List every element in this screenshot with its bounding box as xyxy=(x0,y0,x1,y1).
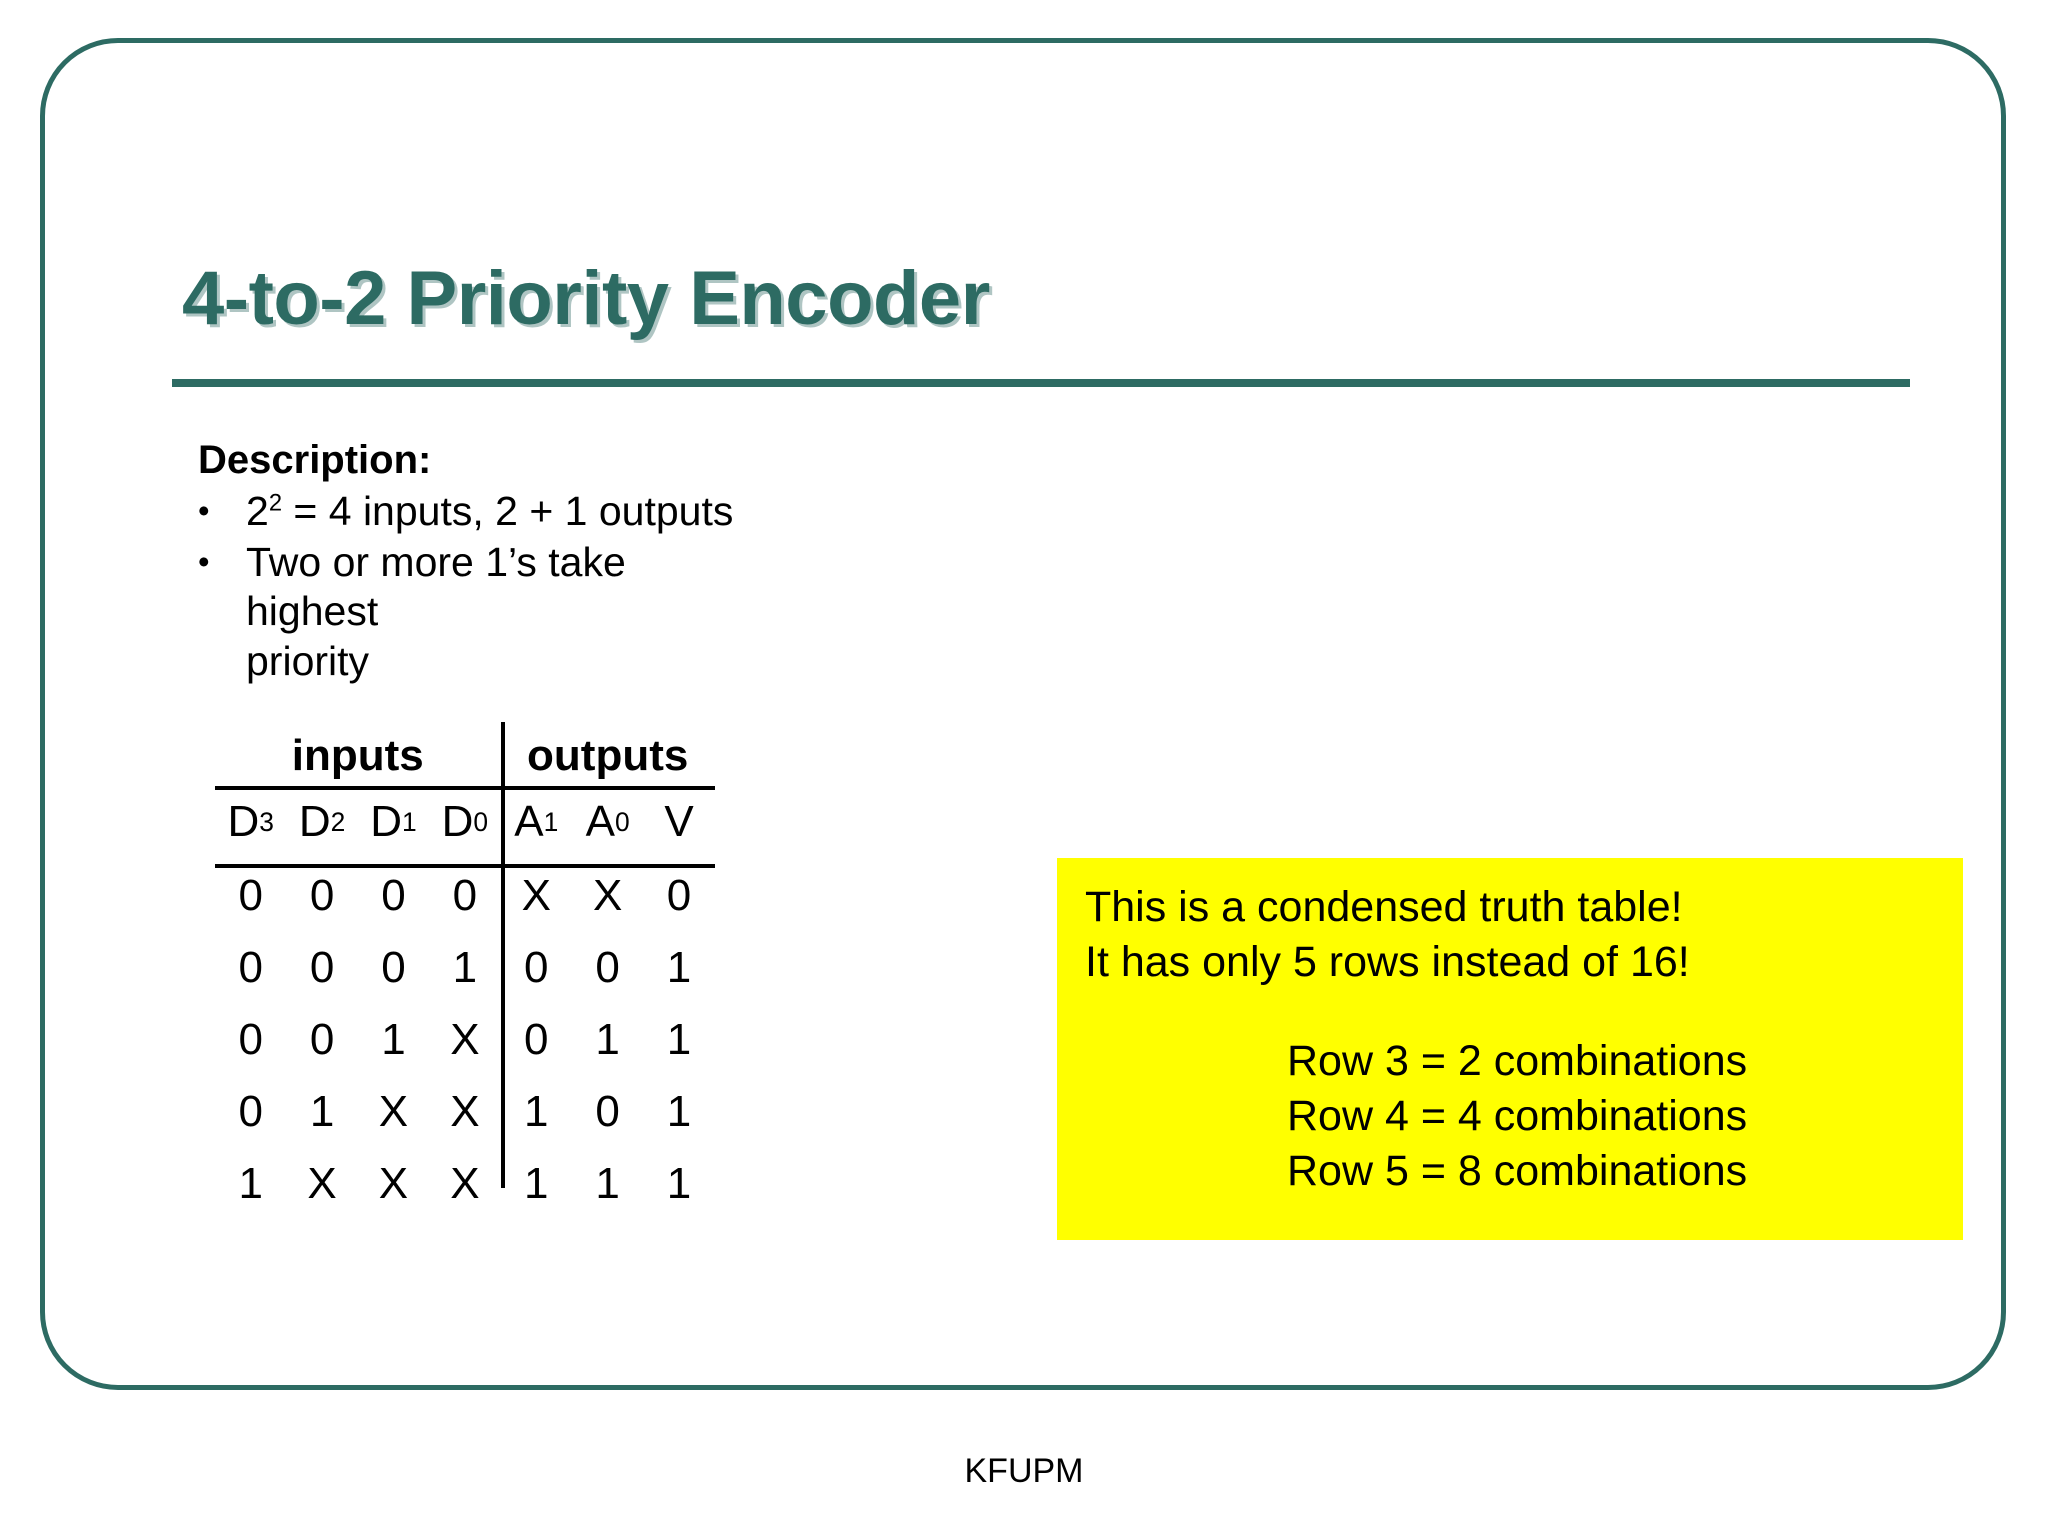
cell-d1: 0 xyxy=(381,871,406,920)
cell-d1: 0 xyxy=(381,943,406,992)
col-letter: A xyxy=(585,797,615,846)
cell-d0: 0 xyxy=(452,871,478,920)
callout-spacer xyxy=(1057,990,1963,1034)
cell-a0: X xyxy=(592,871,623,920)
cell-d3: 0 xyxy=(238,871,263,920)
table-rule-top xyxy=(215,786,715,790)
col-letter: V xyxy=(664,797,694,846)
cell-d3: 0 xyxy=(238,1087,263,1136)
bullet-dot-icon: • xyxy=(198,492,210,530)
table-row: 0 0 0 1 0 0 1 xyxy=(215,932,715,1004)
cell-v: 1 xyxy=(666,1015,692,1064)
truth-table-group-header-row: inputs outputs xyxy=(215,728,715,784)
cell-d0: X xyxy=(450,1159,480,1208)
cell-d2: 0 xyxy=(309,1015,335,1064)
cell-d0: 1 xyxy=(452,943,478,992)
bullet-1-rest: = 4 inputs, 2 + 1 outputs xyxy=(282,488,734,535)
cell-a1: 0 xyxy=(524,1015,549,1064)
bullet-item-1-text: 22 = 4 inputs, 2 + 1 outputs xyxy=(246,488,958,536)
cell-d2: 0 xyxy=(309,943,335,992)
title-divider xyxy=(172,379,1910,387)
cell-a1: 1 xyxy=(524,1159,549,1208)
cell-a0: 0 xyxy=(595,1087,620,1136)
table-row: 0 0 0 0 X X 0 xyxy=(215,860,715,932)
cell-v: 0 xyxy=(666,871,692,920)
bullet-item-2-text: Two or more 1’s take xyxy=(246,538,626,585)
cell-v: 1 xyxy=(666,1087,692,1136)
cell-v: 1 xyxy=(666,943,692,992)
cell-a1: 1 xyxy=(524,1087,549,1136)
callout-box: This is a condensed truth table! It has … xyxy=(1057,858,1963,1240)
slide-footer: KFUPM xyxy=(964,1452,1084,1490)
cell-a1: X xyxy=(521,871,551,920)
group-header-outputs: outputs xyxy=(527,731,689,780)
bullet-1-exponent: 2 xyxy=(268,489,283,517)
bullet-item-1: • 22 = 4 inputs, 2 + 1 outputs xyxy=(198,488,958,536)
col-letter: D xyxy=(441,797,474,846)
callout-row-5: Row 5 = 8 combinations xyxy=(1287,1147,1748,1196)
cell-v: 1 xyxy=(666,1159,692,1208)
col-letter: D xyxy=(227,797,260,846)
cell-d3: 0 xyxy=(238,1015,263,1064)
cell-a0: 1 xyxy=(595,1159,620,1208)
bullet-continuation-1: highest xyxy=(246,588,379,635)
cell-d0: X xyxy=(450,1087,480,1136)
cell-a0: 1 xyxy=(595,1015,620,1064)
table-row: 0 1 X X 1 0 1 xyxy=(215,1076,715,1148)
cell-d2: 0 xyxy=(309,871,335,920)
cell-a1: 0 xyxy=(524,943,549,992)
cell-d3: 0 xyxy=(238,943,263,992)
cell-a0: 0 xyxy=(595,943,620,992)
cell-d2: X xyxy=(307,1159,337,1208)
description-block: Description: • 22 = 4 inputs, 2 + 1 outp… xyxy=(198,437,958,685)
bullet-1-base: 2 xyxy=(246,488,269,535)
cell-d1: X xyxy=(378,1087,409,1136)
table-row: 1 X X X 1 1 1 xyxy=(215,1148,715,1220)
col-letter: D xyxy=(298,797,331,846)
col-letter: D xyxy=(370,797,403,846)
column-header-v: V xyxy=(643,784,714,860)
table-row: 0 0 1 X 0 1 1 xyxy=(215,1004,715,1076)
callout-row-4: Row 4 = 4 combinations xyxy=(1287,1092,1748,1141)
col-letter: A xyxy=(514,797,544,846)
bullet-continuation-2: priority xyxy=(246,637,370,684)
table-divider-vertical xyxy=(500,722,505,1188)
page-title: 4-to-2 Priority Encoder xyxy=(182,256,990,341)
cell-d1: X xyxy=(378,1159,409,1208)
callout-row-3: Row 3 = 2 combinations xyxy=(1287,1037,1748,1086)
description-heading: Description: xyxy=(198,438,432,482)
table-rule-header xyxy=(215,864,715,868)
group-header-inputs: inputs xyxy=(291,731,424,780)
callout-line-2: It has only 5 rows instead of 16! xyxy=(1085,938,1690,987)
callout-line-1: This is a condensed truth table! xyxy=(1085,883,1683,931)
bullet-item-2: • Two or more 1’s take xyxy=(198,539,958,587)
cell-d2: 1 xyxy=(309,1087,335,1136)
cell-d0: X xyxy=(450,1015,480,1064)
bullet-dot-icon: • xyxy=(198,542,210,580)
cell-d1: 1 xyxy=(381,1015,406,1064)
cell-d3: 1 xyxy=(238,1159,263,1208)
